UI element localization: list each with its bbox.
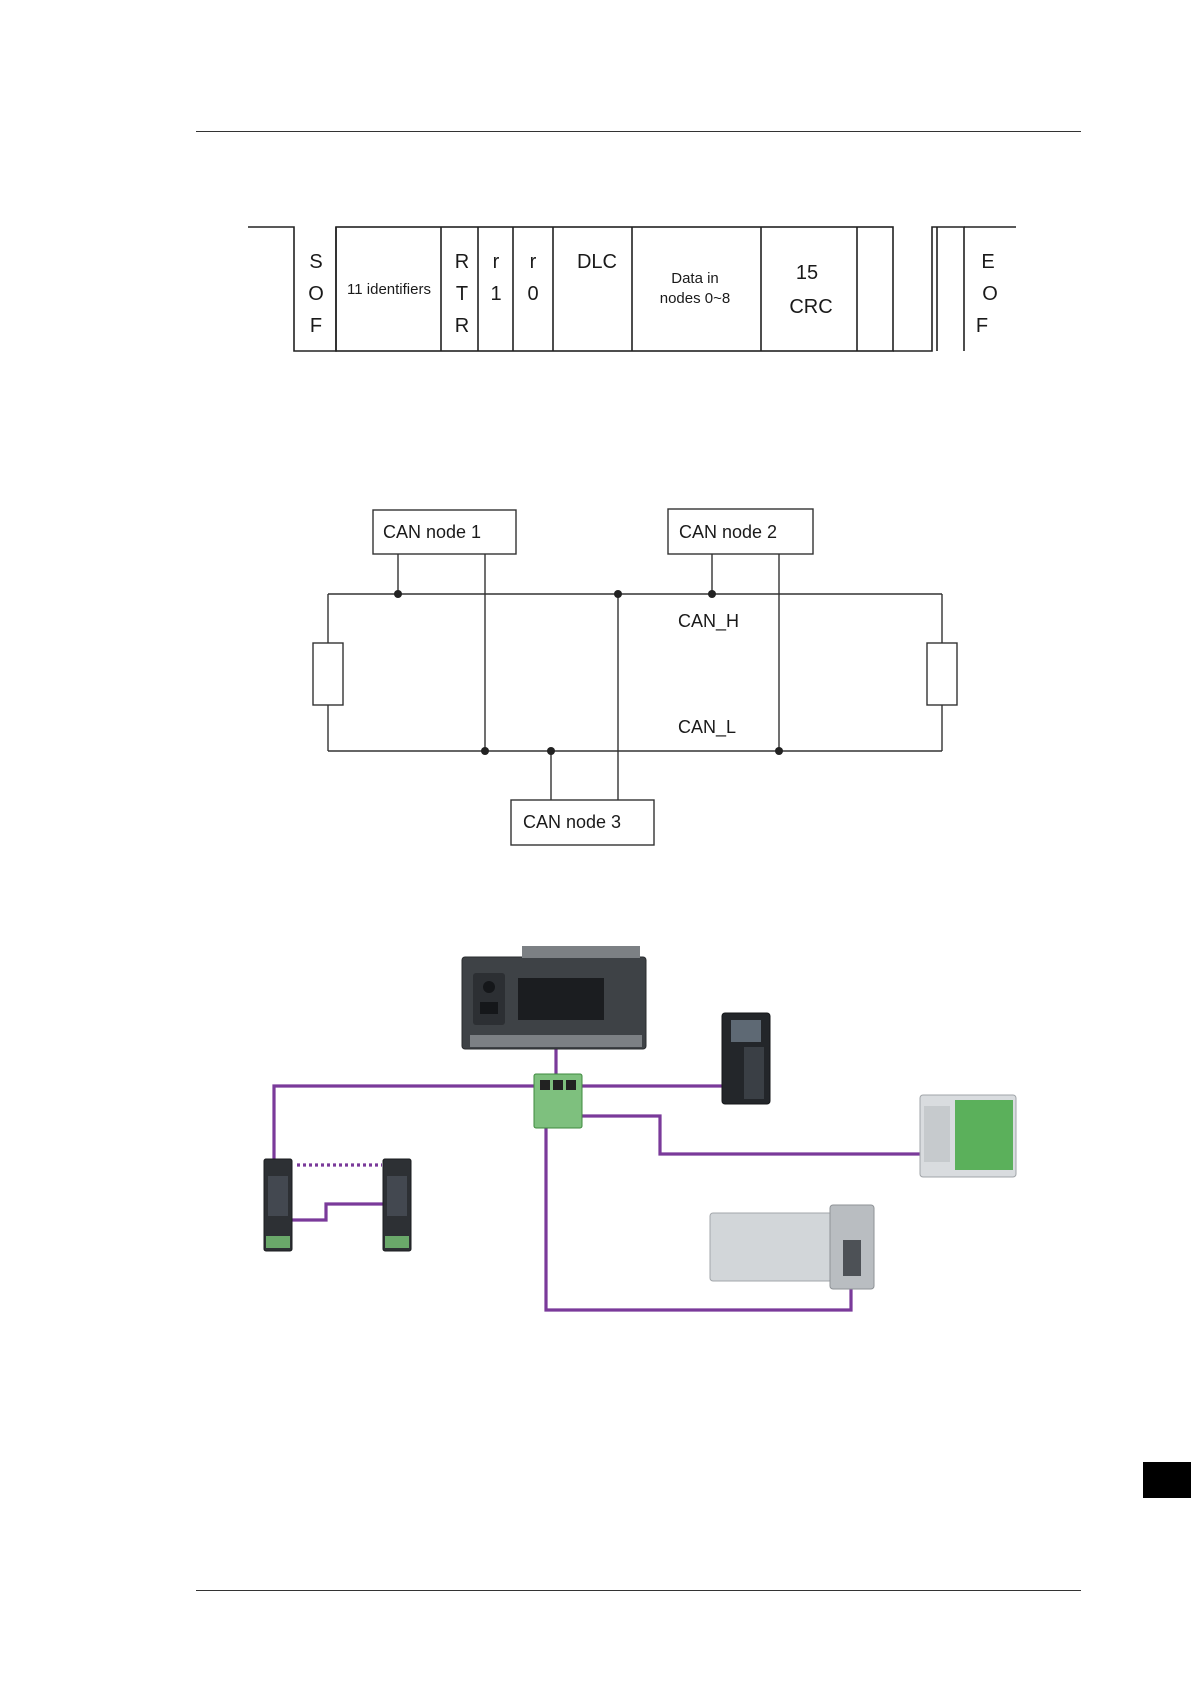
r0-digit: 0 — [527, 283, 538, 305]
eof-letter-f: F — [976, 315, 988, 337]
ac-motor-drive — [722, 1013, 770, 1104]
remote-io-module — [920, 1095, 1016, 1177]
r1-letter: r — [493, 251, 500, 273]
data-label-line1: Data in — [671, 270, 719, 287]
rtr-letter-t: T — [456, 283, 468, 305]
servo-drive-2 — [383, 1159, 411, 1251]
servo-drive-1 — [264, 1159, 292, 1251]
dlc-label: DLC — [577, 251, 617, 273]
left-terminating-resistor — [313, 643, 343, 705]
frame-labels: S O F 11 identifiers R T R r 1 r 0 DLC D… — [308, 251, 998, 337]
right-terminating-resistor — [927, 643, 957, 705]
can-l-label: CAN_L — [678, 717, 736, 738]
junction-node1-l — [481, 747, 489, 755]
compact-plc — [710, 1205, 874, 1289]
crc-label-line1: 15 — [796, 262, 818, 284]
data-label-line2: nodes 0~8 — [660, 290, 730, 307]
sof-letter-f: F — [310, 315, 322, 337]
can-node-1-label: CAN node 1 — [383, 522, 481, 542]
sof-letter-o: O — [308, 283, 324, 305]
rtr-letter-r2: R — [455, 315, 469, 337]
eof-letter-o: O — [982, 283, 998, 305]
frame-ack-tail — [893, 227, 964, 351]
junction-node3-h — [614, 590, 622, 598]
r1-digit: 1 — [490, 283, 501, 305]
tap-box — [534, 1074, 582, 1128]
r0-letter: r — [530, 251, 537, 273]
identifiers-label: 11 identifiers — [347, 281, 431, 298]
junction-node1-h — [394, 590, 402, 598]
junction-node3-l — [547, 747, 555, 755]
junction-node2-h — [708, 590, 716, 598]
can-bus-topology — [313, 509, 957, 845]
junction-node2-l — [775, 747, 783, 755]
plc-main-unit — [462, 946, 646, 1049]
crc-label-line2: CRC — [789, 296, 832, 318]
can-node-3-label: CAN node 3 — [523, 812, 621, 832]
cable-tap-to-remote-io — [578, 1116, 925, 1154]
cable-servo-link — [278, 1204, 386, 1220]
rtr-letter-r1: R — [455, 251, 469, 273]
bus-labels: CAN node 1 CAN node 2 CAN node 3 CAN_H C… — [383, 522, 777, 832]
eof-letter-e: E — [981, 251, 994, 273]
can-h-label: CAN_H — [678, 611, 739, 632]
can-node-2-label: CAN node 2 — [679, 522, 777, 542]
sof-letter-s: S — [309, 251, 322, 273]
